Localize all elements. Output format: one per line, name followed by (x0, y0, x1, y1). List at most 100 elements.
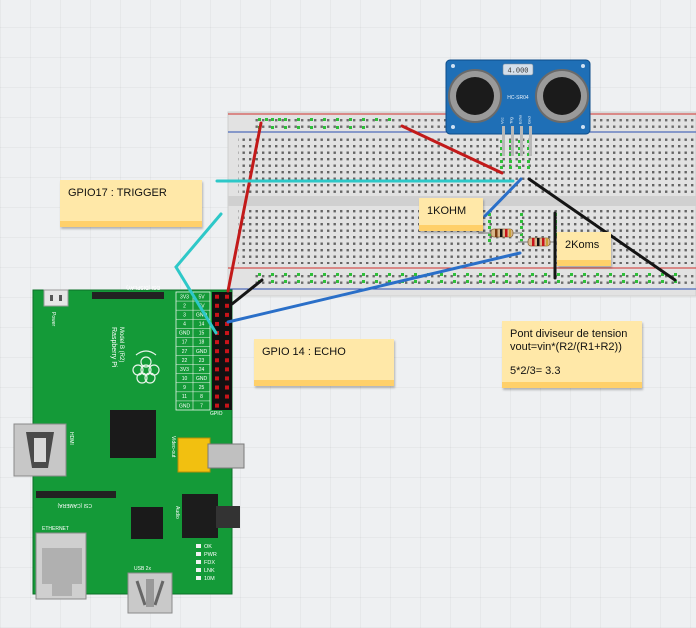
sensor-crystal-label: 4.000 (507, 68, 528, 76)
gpio-pin (225, 367, 229, 372)
note-divider-line3: 5*2/3= 3.3 (510, 365, 561, 377)
gpio-left-label: 3V3 (180, 367, 189, 373)
gpio-right-label: 25 (199, 385, 205, 391)
sensor-crystal (502, 63, 534, 76)
status-leds: OK PWR FDX LNK 10M (196, 544, 217, 582)
gpio-pin (225, 403, 229, 408)
gpio-left-label: 11 (182, 394, 187, 400)
gpio-pin (225, 358, 229, 363)
audio-jack (182, 494, 218, 538)
status-led (196, 560, 201, 564)
gpio-right-label: 8 (200, 394, 203, 400)
dsi-label: DSI (DISPLAY) (126, 284, 160, 290)
raspberry-pi-board: Power DSI (DISPLAY) Raspberry Pi Model B… (13, 284, 245, 614)
status-led-label: LNK (204, 568, 215, 574)
gpio-left-label: 3V3 (180, 294, 189, 300)
status-led-label: FDX (204, 560, 215, 566)
gpio-pin (215, 367, 219, 372)
gpio-pin (225, 376, 229, 381)
wire-5v-red (226, 121, 263, 293)
gpio-pin (215, 294, 219, 299)
usb-label: USB 2x (134, 566, 151, 572)
gpio-pin (225, 303, 229, 308)
gpio-pin (215, 340, 219, 345)
gpio-right-label: 15 (199, 331, 205, 337)
gpio-left-label: 2 (183, 303, 186, 309)
gpio-left-label: 4 (183, 322, 186, 328)
status-led-label: PWR (204, 552, 217, 558)
gpio-left-label: GND (179, 331, 191, 337)
usb-controller-chip (131, 507, 163, 539)
sensor-model-label: HC-SR04 (507, 95, 529, 101)
gpio-pin (215, 385, 219, 390)
sensor-pin-echo-label: Echo (518, 114, 523, 124)
gpio-left-label: GND (179, 403, 191, 409)
gpio-pin (225, 340, 229, 345)
note-r2: 2Koms (557, 232, 611, 266)
pi-name-label: Raspberry Pi (110, 327, 117, 368)
status-led-label: 10M (204, 576, 215, 582)
ethernet-label: ETHERNET (42, 526, 69, 532)
csi-label: CSI (CAMERA) (57, 502, 92, 508)
gpio-left-label: 27 (182, 349, 188, 355)
gpio-left-label: 10 (182, 376, 188, 382)
wire-sensor-gnd-black (527, 177, 677, 282)
note-r1-text: 1KOHM (427, 205, 467, 217)
note-echo-text: GPIO 14 : ECHO (262, 346, 346, 358)
gpio-pin (215, 321, 219, 326)
note-r1: 1KOHM (419, 198, 483, 231)
gpio-right-label: 14 (199, 322, 205, 328)
note-divider-line1: Pont diviseur de tension (510, 328, 628, 340)
gpio-label: GPIO (210, 411, 223, 417)
gpio-right-label: GND (196, 313, 208, 319)
gpio-pin (215, 303, 219, 308)
gpio-left-label: 17 (182, 340, 188, 346)
gpio-pin (225, 349, 229, 354)
gpio-right-label: 7 (200, 403, 203, 409)
status-led (196, 552, 201, 556)
gpio-pin (215, 358, 219, 363)
sensor-pin-vcc-label: Vcc (500, 117, 505, 124)
gpio-left-label: 22 (182, 358, 188, 364)
dsi-connector (92, 292, 164, 299)
wire-vcc-red (400, 124, 504, 175)
note-trigger-text: GPIO17 : TRIGGER (68, 187, 167, 199)
gpio-pin (215, 312, 219, 317)
note-r2-text: 2Koms (565, 239, 600, 251)
gpio-pin (215, 376, 219, 381)
audio-label: Audio (174, 506, 180, 519)
gpio-pin (225, 294, 229, 299)
resistor-1k (478, 228, 522, 238)
wire-sensor-echo-blue (483, 177, 523, 218)
note-trigger: GPIO17 : TRIGGER (60, 180, 202, 227)
wires (174, 121, 677, 335)
pi-model-label: Model B (R2) (118, 327, 124, 362)
csi-connector (36, 491, 116, 498)
gpio-left-label: 3 (183, 313, 186, 319)
gpio-right-label: 24 (199, 367, 205, 373)
note-divider-line2: vout=vin*(R2/(R1+R2)) (510, 341, 622, 353)
gpio-pin (225, 394, 229, 399)
status-led (196, 544, 201, 548)
wire-trigger-cyan-lower (174, 212, 223, 335)
sensor-pin-gnd-label: Gnd (527, 116, 532, 124)
raspberry-logo (132, 350, 160, 384)
gpio-pin (225, 385, 229, 390)
hdmi-label: HDMI (68, 432, 74, 445)
note-divider: Pont diviseur de tension vout=vin*(R2/(R… (502, 321, 642, 388)
soc-chip (110, 410, 156, 458)
bottom-power-rail (252, 271, 696, 285)
gpio-right-label: GND (196, 376, 208, 382)
gpio-right-label: 5V (198, 294, 205, 300)
connection-highlights (258, 118, 677, 283)
gpio-header (212, 292, 232, 410)
power-connector (43, 289, 69, 307)
sensor-transducer-left (448, 69, 502, 123)
ultrasonic-sensor: 4.000 HC-SR04 Vcc Trig Echo Gnd (445, 59, 591, 156)
status-led-label: OK (204, 544, 212, 550)
status-led (196, 568, 201, 572)
sensor-pin-trig-label: Trig (509, 117, 514, 124)
